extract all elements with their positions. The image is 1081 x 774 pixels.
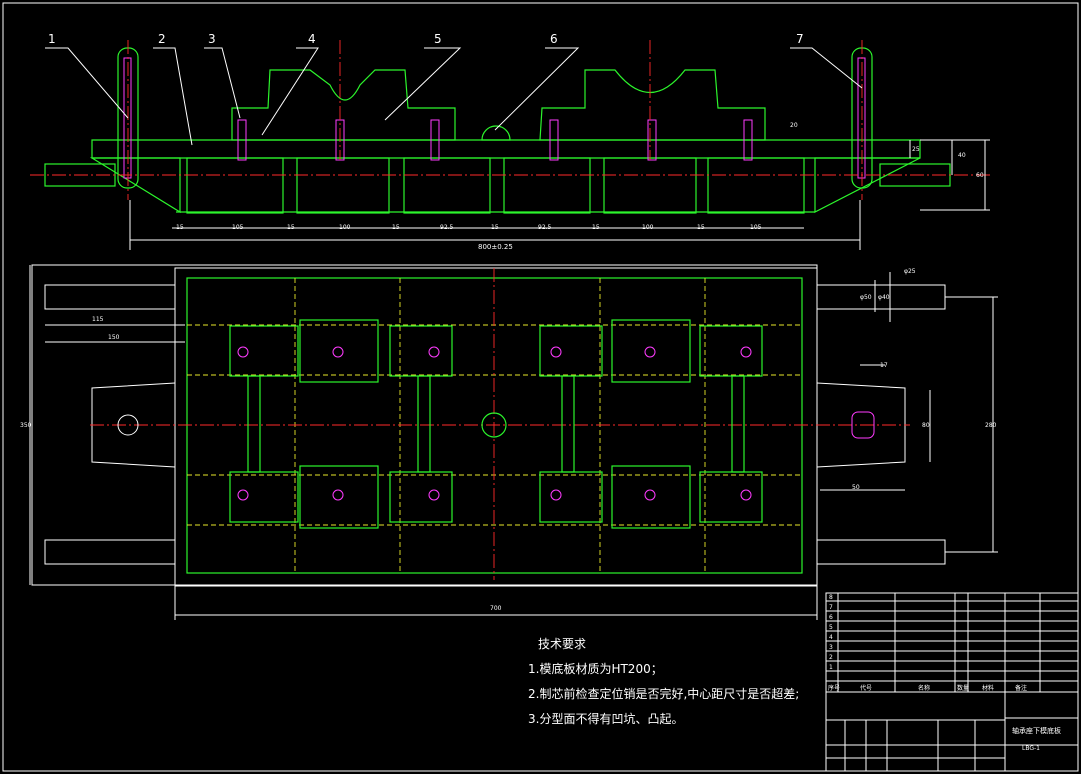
dim-phi25: φ25 — [904, 268, 916, 275]
callout-5: 5 — [434, 32, 442, 46]
dim-115: 115 — [92, 316, 104, 323]
row-num: 5 — [829, 624, 833, 631]
notes-title: 技术要求 — [538, 637, 587, 651]
dim-350: 350 — [20, 422, 32, 429]
header-cell: 材料 — [982, 685, 995, 692]
dim-seg: 105 — [232, 224, 244, 231]
dim-phi50: φ50 — [860, 294, 872, 301]
title-block-frame — [825, 592, 1079, 772]
dim-seg: 15 — [697, 224, 705, 231]
header-cell: 代号 — [860, 685, 873, 692]
dim-right-small: 25 — [912, 146, 920, 153]
dim-right-total: 60 — [976, 172, 984, 179]
callout-2: 2 — [158, 32, 166, 46]
technical-notes: 技术要求 1.模底板材质为HT200； 2.制芯前检查定位销是否完好,中心距尺寸… — [528, 632, 799, 732]
dim-seg: 92.5 — [440, 224, 454, 231]
header-cell: 数量 — [957, 685, 970, 692]
row-num: 3 — [829, 644, 833, 651]
callout-7: 7 — [796, 32, 804, 46]
note-item-3: 3.分型面不得有凹坑、凸起。 — [528, 712, 684, 726]
row-num: 2 — [829, 654, 833, 661]
row-num: 8 — [829, 594, 833, 601]
callout-1: 1 — [48, 32, 56, 46]
dim-overall: 800±0.25 — [478, 243, 513, 251]
dim-seg: 92.5 — [538, 224, 552, 231]
row-num: 1 — [829, 664, 833, 671]
dim-seg: 15 — [491, 224, 499, 231]
callout-3: 3 — [208, 32, 216, 46]
dim-top: 20 — [790, 122, 798, 129]
callout-6: 6 — [550, 32, 558, 46]
dim-seg: 15 — [592, 224, 600, 231]
row-num: 6 — [829, 614, 833, 621]
section-view — [30, 40, 990, 250]
drawing-name: 轴承座下模底板 — [1012, 727, 1061, 735]
header-cell: 序号 — [828, 685, 841, 692]
dim-80: 80 — [922, 422, 930, 429]
dim-seg: 100 — [642, 224, 654, 231]
dim-150: 150 — [108, 334, 120, 341]
dim-280: 280 — [985, 422, 997, 429]
drawing-code: LBG-1 — [1022, 745, 1040, 752]
dim-seg: 105 — [750, 224, 762, 231]
dim-50: 50 — [852, 484, 860, 491]
note-item-2: 2.制芯前检查定位销是否完好,中心距尺寸是否超差; — [528, 687, 800, 701]
row-num: 7 — [829, 604, 833, 611]
dim-seg: 100 — [339, 224, 351, 231]
header-cell: 名称 — [918, 685, 931, 692]
header-cell: 备注 — [1015, 685, 1028, 692]
dim-700: 700 — [490, 605, 502, 612]
row-num: 4 — [829, 634, 833, 641]
dim-seg: 15 — [176, 224, 184, 231]
dim-17: 17 — [880, 362, 888, 369]
callout-4: 4 — [308, 32, 316, 46]
dim-phi40: φ40 — [878, 294, 890, 301]
note-item-1: 1.模底板材质为HT200； — [528, 662, 663, 676]
dim-right-mid: 40 — [958, 152, 966, 159]
plan-view — [29, 264, 998, 620]
dim-seg: 15 — [287, 224, 295, 231]
dim-seg: 15 — [392, 224, 400, 231]
